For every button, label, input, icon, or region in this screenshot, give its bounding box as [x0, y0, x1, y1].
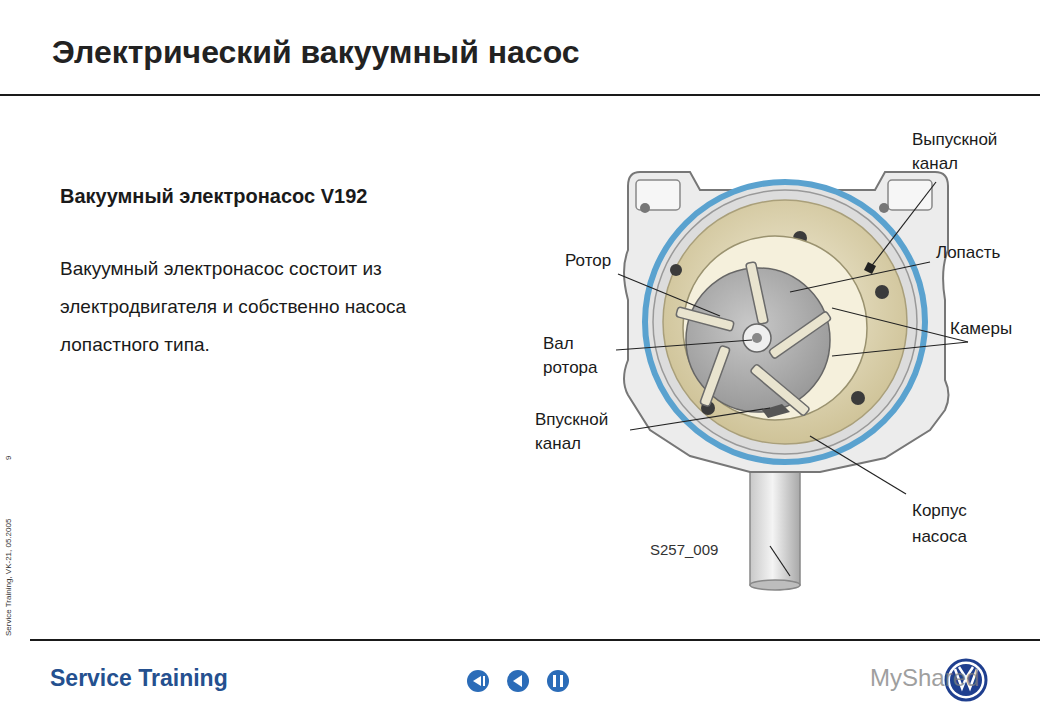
bolt [879, 203, 889, 213]
bolt [640, 203, 650, 213]
body-text: Вакуумный электронасос состоит из электр… [60, 250, 505, 364]
pump-housing [624, 172, 949, 472]
part-label: Вал ротора [543, 332, 615, 380]
inlet-port [762, 404, 790, 418]
header-rule [0, 94, 1040, 96]
seal-ring [645, 182, 925, 462]
footer-rule [30, 639, 1040, 641]
part-label: Лопасть [936, 242, 1000, 264]
outlet-tube [750, 455, 800, 590]
footer-brand: Service Training [50, 663, 228, 693]
part-label: Ротор [565, 250, 611, 272]
part-label: Впускной канал [535, 408, 630, 456]
page-number: 9 [4, 456, 14, 460]
inner-ring [653, 190, 917, 454]
subheading: Вакуумный электронасос V192 [60, 183, 367, 209]
slide-title: Электрический вакуумный насос [52, 32, 580, 72]
part-label: Корпус насоса [912, 498, 997, 550]
vanes [676, 262, 832, 417]
watermark: MyShared [870, 662, 979, 693]
rotor-shaft [743, 324, 771, 352]
rotor-shaft-center [752, 333, 762, 343]
pump-chamber [683, 236, 867, 420]
nav-buttons [467, 670, 569, 692]
figure-code: S257_009 [650, 540, 718, 560]
stator-disc [663, 200, 907, 444]
part-label: Выпускной канал [912, 128, 1022, 176]
footnote: Service Training, VK-21, 05.2005 [4, 519, 14, 636]
part-label: Камеры [950, 318, 1012, 340]
